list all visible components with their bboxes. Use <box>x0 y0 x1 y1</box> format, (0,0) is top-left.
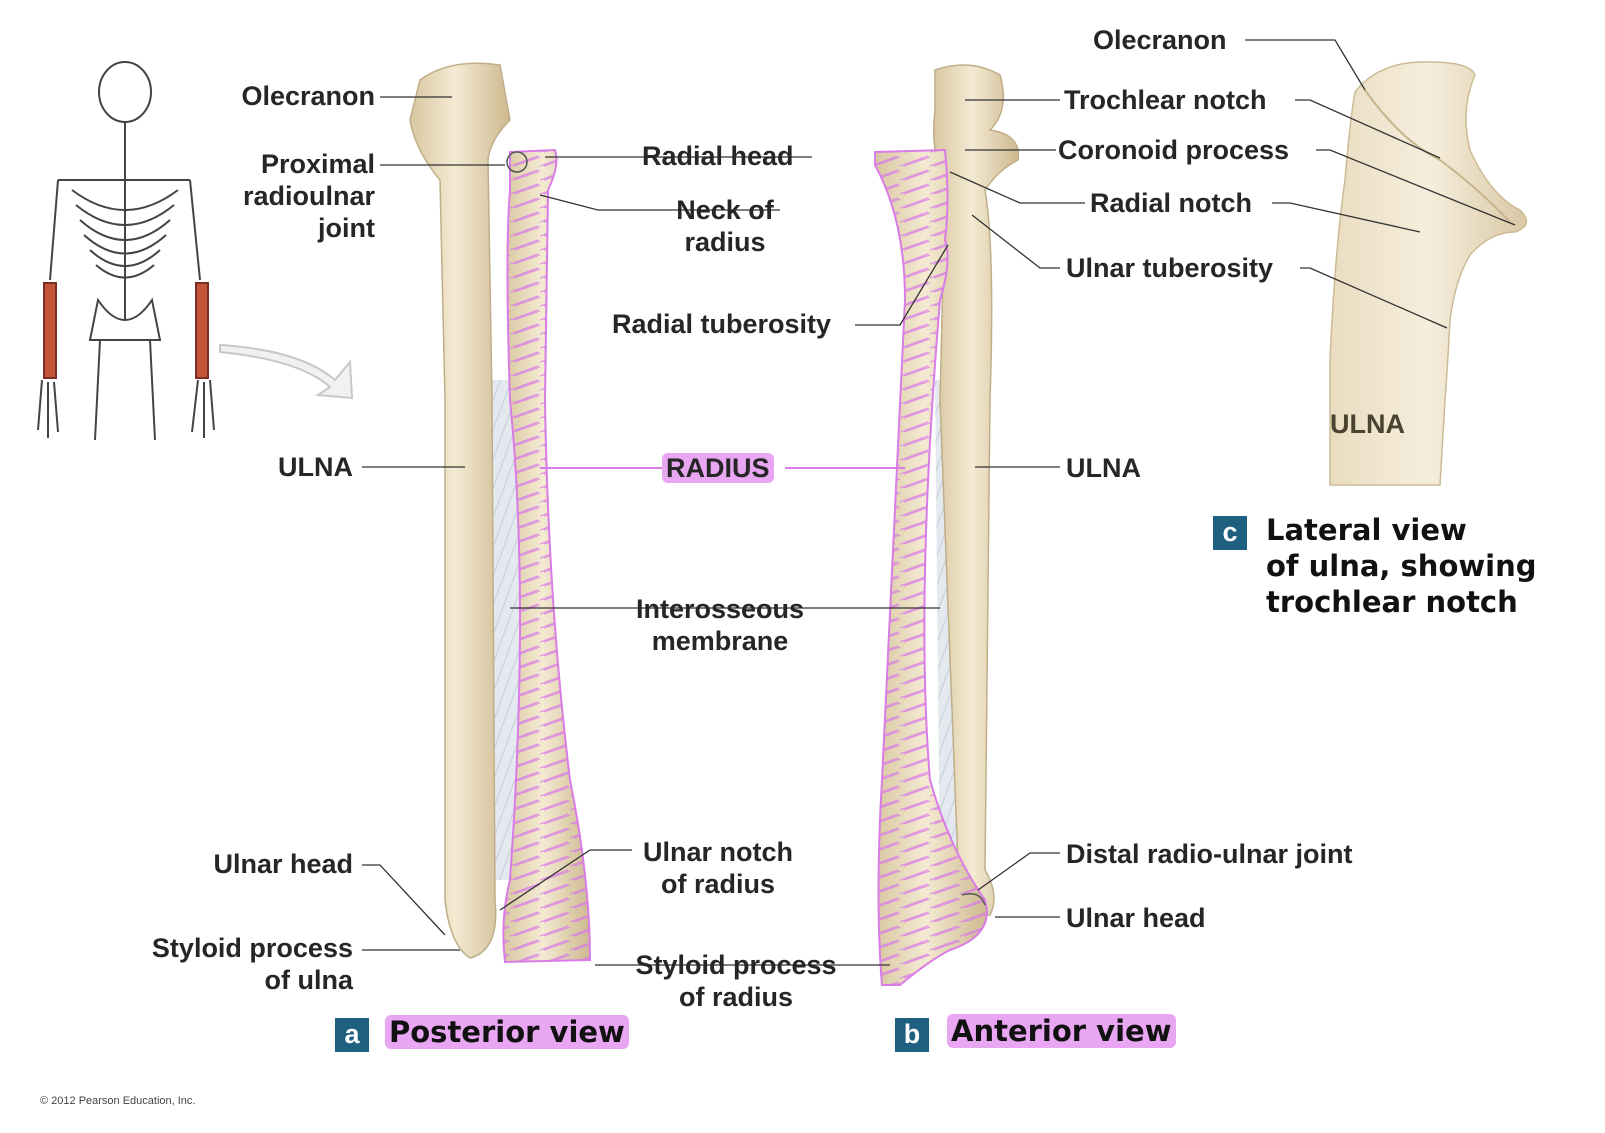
caption-tag-b: b <box>895 1018 929 1052</box>
label-ulnar-notch-of-radius: Ulnar notch of radius <box>642 837 793 899</box>
skeleton-thumbnail <box>37 61 215 441</box>
interosseous-membrane-a <box>490 380 520 880</box>
label-ulnar-tuberosity: Ulnar tuberosity <box>1066 253 1274 283</box>
caption-anterior-view: Anterior view <box>947 1013 1176 1049</box>
ulna-posterior <box>409 62 511 959</box>
label-ulnar-head-posterior: Ulnar head <box>213 849 353 879</box>
label-neck-of-radius: Neck of radius <box>676 195 774 257</box>
lateral-view-ulna <box>1329 61 1528 486</box>
label-styloid-process-radius: Styloid process of radius <box>635 950 837 1012</box>
ulna-lateral <box>1329 61 1528 486</box>
label-coronoid-process: Coronoid process <box>1058 135 1290 165</box>
label-radial-notch: Radial notch <box>1090 188 1253 218</box>
label-radial-tuberosity: Radial tuberosity <box>612 309 832 339</box>
caption-tag-c: c <box>1213 516 1247 550</box>
caption-posterior-view: Posterior view <box>385 1014 629 1050</box>
posterior-view-bones <box>409 62 592 964</box>
label-radial-head: Radial head <box>642 141 794 171</box>
label-ulna-anterior: ULNA <box>1066 453 1141 483</box>
copyright-notice: © 2012 Pearson Education, Inc. <box>40 1095 196 1107</box>
anterior-view-bones <box>874 64 1020 986</box>
label-styloid-process-ulna: Styloid process of ulna <box>151 933 353 995</box>
label-ulna-lateral: ULNA <box>1330 409 1405 439</box>
caption-tag-a: a <box>335 1018 369 1052</box>
label-proximal-radioulnar-joint: Proximal radioulnar joint <box>242 149 375 243</box>
label-olecranon-posterior: Olecranon <box>241 81 375 111</box>
label-ulnar-head-anterior: Ulnar head <box>1066 903 1206 933</box>
pointer-arrow <box>219 343 354 400</box>
label-olecranon-lateral: Olecranon <box>1093 25 1227 55</box>
label-distal-radio-ulnar-joint: Distal radio-ulnar joint <box>1066 839 1353 869</box>
label-radius: RADIUS <box>662 452 774 484</box>
label-interosseous-membrane: Interosseous membrane <box>635 594 805 656</box>
ulna-anterior <box>933 64 1020 916</box>
caption-lateral-view: Lateral view of ulna, showing trochlear … <box>1266 513 1537 619</box>
leader-lines <box>362 39 1516 966</box>
label-ulna-posterior: ULNA <box>278 452 353 482</box>
label-trochlear-notch: Trochlear notch <box>1064 85 1267 115</box>
